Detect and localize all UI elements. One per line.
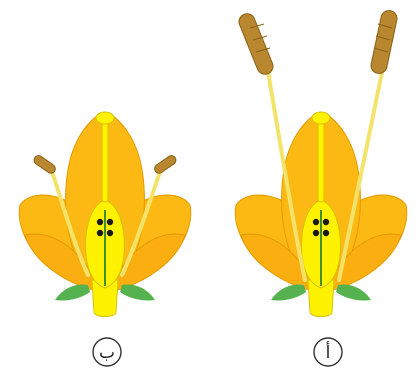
flower-left [19,112,190,317]
label-right: أ [314,338,342,366]
flower-right [235,9,406,316]
label-right-text: أ [326,341,331,363]
label-left: ب [93,338,121,366]
anther-left-1 [32,154,57,175]
anther-right-1 [237,11,276,76]
label-left-text: ب [99,343,115,363]
anther-right-2 [370,9,399,75]
anther-left-2 [153,154,178,175]
